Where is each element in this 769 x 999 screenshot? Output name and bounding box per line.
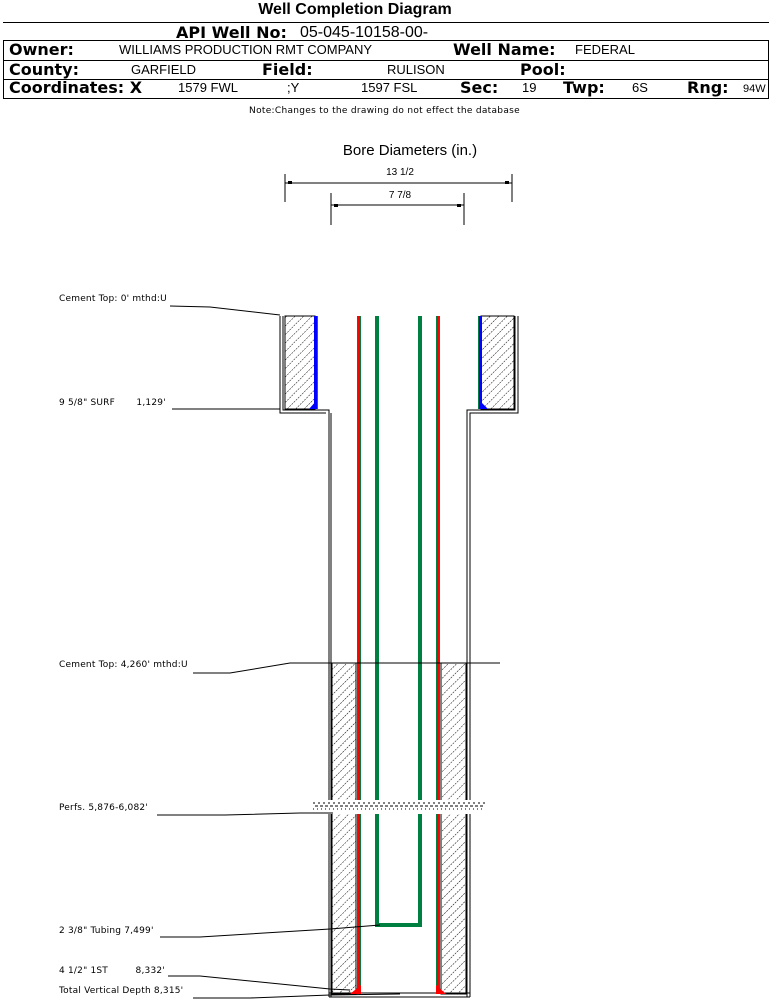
- bore-dimension-outer: [284, 174, 513, 202]
- annotation-production-casing: 4 1/2" 1ST 8,332': [59, 966, 165, 976]
- page-title: Well Completion Diagram: [258, 1, 452, 18]
- field-value: RULISON: [387, 62, 445, 77]
- well-name-value: FEDERAL: [575, 42, 635, 57]
- surface-casing-shoe-left: [309, 400, 317, 409]
- leader-tubing: [160, 924, 381, 938]
- tubing: [375, 316, 422, 927]
- rng-value: 94W: [743, 83, 766, 95]
- surface-cement-right: [480, 315, 515, 410]
- header-divider: [3, 98, 769, 99]
- production-casing-right-core: [437, 316, 439, 994]
- perforations: [313, 800, 485, 814]
- bore-diameters-title: Bore Diameters (in.): [342, 142, 478, 159]
- rng-label: Rng:: [687, 78, 729, 97]
- sec-value: 19: [522, 80, 537, 95]
- surface-casing-shoe-right: [479, 400, 488, 409]
- field-label: Field:: [262, 60, 313, 79]
- header-divider: [3, 40, 769, 41]
- header-border-left: [3, 40, 4, 98]
- annotation-perforations: Perfs. 5,876-6,082': [59, 803, 148, 813]
- header-divider: [3, 79, 769, 80]
- api-label: API Well No:: [176, 23, 287, 42]
- sec-label: Sec:: [460, 78, 499, 97]
- surface-casing-right-edge: [478, 316, 479, 409]
- county-value: GARFIELD: [131, 62, 197, 77]
- twp-label: Twp:: [563, 78, 605, 97]
- disclaimer-note: Note:Changes to the drawing do not effec…: [249, 106, 520, 116]
- production-cement-left: [331, 662, 357, 995]
- bore-dimension-inner: [330, 193, 465, 225]
- annotation-cement-top-surface: Cement Top: 0' mthd:U: [59, 294, 167, 304]
- header-divider: [3, 22, 769, 23]
- leader-perforations: [157, 812, 333, 816]
- leader-cement-top-production: [193, 662, 500, 674]
- surface-hole-outline: [279, 316, 519, 998]
- owner-value: WILLIAMS PRODUCTION RMT COMPANY: [119, 42, 373, 57]
- leader-production-casing: [168, 975, 351, 991]
- owner-label: Owner:: [9, 40, 74, 59]
- surface-casing-left-edge: [317, 316, 318, 409]
- county-label: County:: [9, 60, 79, 79]
- surface-cement-left: [284, 315, 316, 410]
- coord-x-value: 1579 FWL: [178, 80, 238, 95]
- header-divider: [3, 60, 769, 61]
- annotation-surface-casing: 9 5/8" SURF 1,129': [59, 398, 166, 408]
- bore-diameter-inner: 7 7/8: [388, 190, 412, 201]
- annotation-tubing: 2 3/8" Tubing 7,499': [59, 926, 154, 936]
- leader-cement-top-surface: [169, 305, 281, 316]
- coord-y-value: 1597 FSL: [361, 80, 418, 95]
- production-casing-shoe-right: [436, 985, 446, 994]
- leader-total-depth: [193, 993, 401, 999]
- api-value: 05-045-10158-00-: [300, 24, 429, 41]
- annotation-cement-top-production: Cement Top: 4,260' mthd:U: [59, 660, 188, 670]
- production-cement-right: [440, 662, 467, 995]
- coord-y-label: ;Y: [287, 80, 300, 95]
- leader-lines: [157, 305, 500, 999]
- annotation-total-depth: Total Vertical Depth 8,315': [59, 986, 184, 996]
- well-name-label: Well Name:: [453, 40, 556, 59]
- production-casing-shoe-left: [350, 985, 361, 994]
- twp-value: 6S: [632, 80, 648, 95]
- bore-diameter-outer: 13 1/2: [386, 167, 414, 178]
- pool-label: Pool:: [520, 60, 566, 79]
- surface-casing-right: [479, 316, 482, 409]
- production-casing-left-core: [358, 316, 360, 994]
- surface-casing-left: [314, 316, 317, 409]
- coord-x-label: Coordinates: X: [9, 78, 143, 97]
